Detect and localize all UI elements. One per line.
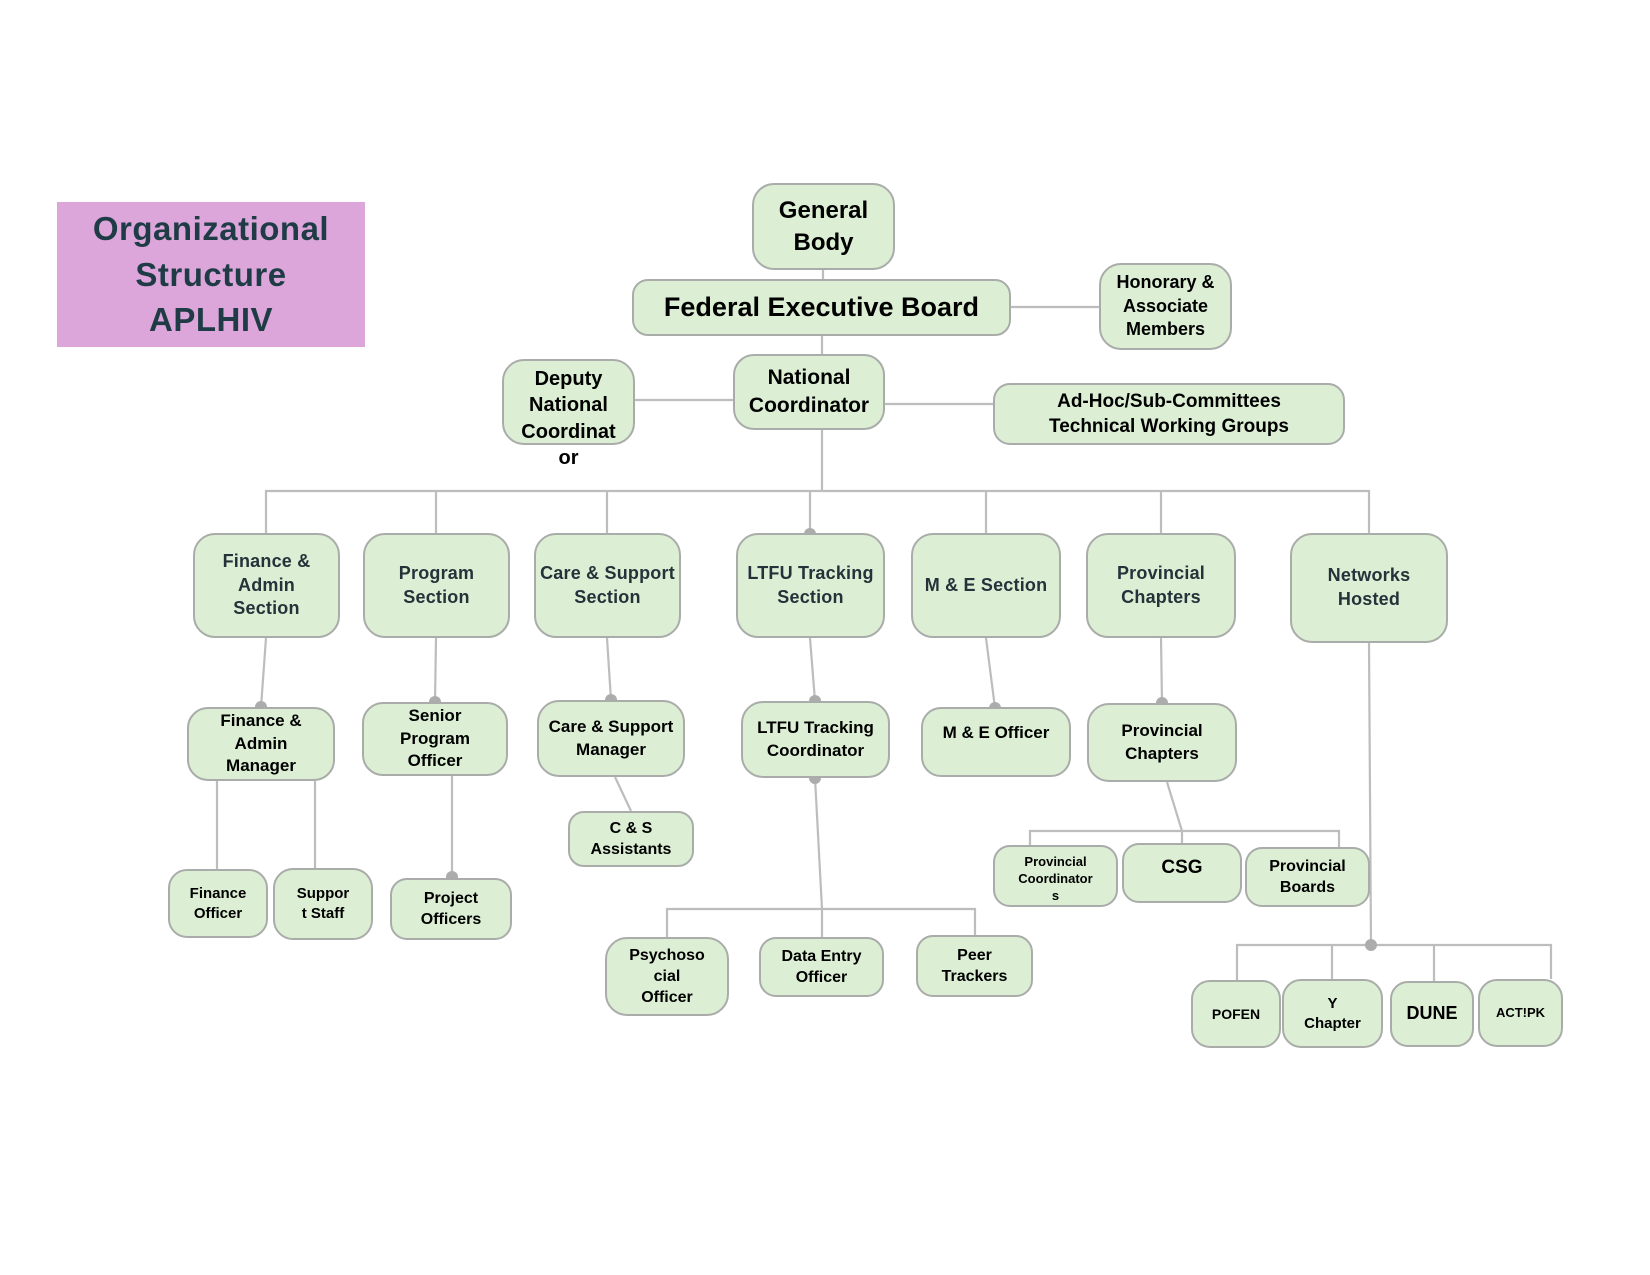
node-networks-hosted: Networks Hosted	[1290, 533, 1448, 643]
node-support-staff: Suppor t Staff	[273, 868, 373, 940]
node-csg: CSG	[1122, 843, 1242, 903]
node-data-entry-officer: Data Entry Officer	[759, 937, 884, 997]
node-psychosocial-officer: Psychoso cial Officer	[605, 937, 729, 1016]
node-deputy-national-coordinator: Deputy National Coordinat or	[502, 359, 635, 469]
node-adhoc-subcommittees: Ad-Hoc/Sub-Committees Technical Working …	[993, 383, 1345, 445]
node-program-section: Program Section	[363, 533, 510, 638]
node-honorary-associate-members: Honorary & Associate Members	[1099, 263, 1232, 350]
node-finance-officer: Finance Officer	[168, 869, 268, 938]
node-senior-program-officer: Senior Program Officer	[362, 702, 508, 776]
node-cs-assistants: C & S Assistants	[568, 811, 694, 867]
node-care-support-manager: Care & Support Manager	[537, 700, 685, 777]
node-federal-executive-board: Federal Executive Board	[632, 279, 1011, 336]
connector-line	[1165, 781, 1184, 832]
node-provincial-coordinators: Provincial Coordinator s	[993, 845, 1118, 907]
connector-line	[1235, 943, 1553, 980]
node-peer-trackers: Peer Trackers	[916, 935, 1033, 997]
node-ltfu-tracking-section: LTFU Tracking Section	[736, 533, 885, 638]
node-finance-admin-manager: Finance & Admin Manager	[187, 707, 335, 781]
connector-line	[264, 489, 1371, 533]
node-y-chapter: Y Chapter	[1282, 979, 1383, 1048]
connector-line	[1367, 642, 1373, 946]
node-finance-admin-section: Finance & Admin Section	[193, 533, 340, 638]
connector-line	[808, 637, 817, 702]
connector-line	[605, 637, 613, 701]
node-provincial-boards: Provincial Boards	[1245, 847, 1370, 907]
node-dune: DUNE	[1390, 981, 1474, 1047]
diagram-title: Organizational Structure APLHIV	[57, 202, 365, 347]
connector-line	[984, 637, 997, 709]
node-pofen: POFEN	[1191, 980, 1281, 1048]
connector-line	[433, 637, 438, 703]
connector-line	[1159, 637, 1164, 704]
connector-line	[614, 776, 632, 812]
node-project-officers: Project Officers	[390, 878, 512, 940]
connector-line	[1028, 829, 1341, 847]
node-general-body: General Body	[752, 183, 895, 270]
node-provincial-chapters-node: Provincial Chapters	[1087, 703, 1237, 782]
node-actpk: ACT!PK	[1478, 979, 1563, 1047]
node-me-officer: M & E Officer	[921, 707, 1071, 777]
connector-line	[259, 637, 268, 708]
node-national-coordinator: National Coordinator	[733, 354, 885, 430]
connector-junction-dot	[1365, 939, 1377, 951]
node-care-support-section: Care & Support Section	[534, 533, 681, 638]
node-me-section: M & E Section	[911, 533, 1061, 638]
node-provincial-chapters-section: Provincial Chapters	[1086, 533, 1236, 638]
node-ltfu-tracking-coordinator: LTFU Tracking Coordinator	[741, 701, 890, 778]
connector-line	[813, 777, 824, 910]
